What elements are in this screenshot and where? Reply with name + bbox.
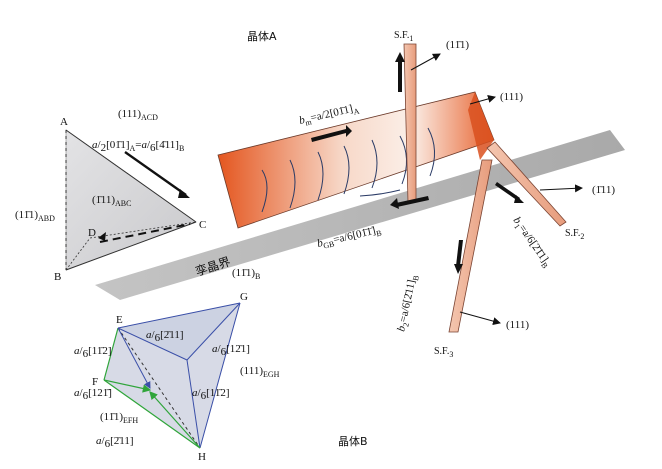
face-ACD-label: (111)ACD: [118, 108, 158, 122]
stacking-fault-2: [486, 141, 567, 227]
face-ABD-label: (11̄1)ABD: [15, 209, 55, 223]
twin-plane-label: (11̄1)B: [232, 267, 260, 281]
burgers-arrows: [311, 52, 524, 274]
normal-vectors: [410, 53, 583, 326]
label-FH: a/6[121̄]: [74, 387, 112, 402]
vertex-B: B: [54, 271, 61, 283]
stacking-fault-3: [448, 159, 493, 333]
crystal-B-title: 晶体B: [338, 434, 368, 448]
label-EF: a/6[11̄2]: [74, 345, 111, 360]
normal-sf1-label: (11̄1): [446, 39, 469, 51]
slab-crystal-A: [217, 91, 495, 229]
label-H2: a/6[2̄11]: [96, 435, 133, 450]
face-EFH-label: (11̄1)EFH: [100, 411, 138, 425]
burgers-b1-label: b1=a/6[2̄1̄1]B: [509, 215, 554, 270]
vertex-F: F: [92, 376, 98, 388]
vertex-C: C: [199, 219, 206, 231]
vertex-E: E: [116, 314, 123, 326]
dislocation-lines: [261, 127, 435, 213]
label-GH: a/6[12̄1]: [212, 343, 250, 358]
tetrahedron-A: [65, 129, 197, 271]
reaction-A-formula: a/2[01̄1]A=a/6[4̄11]B: [92, 139, 184, 154]
face-ABC-label: (1̄11)ABC: [92, 194, 131, 208]
twin-boundary-plane: [95, 130, 625, 300]
face-EGH-label: (111)EGH: [240, 365, 280, 379]
sf3-label: S.F.3: [434, 346, 453, 359]
label-EG: a/6[2̄11]: [146, 329, 183, 344]
sf1-label: S.F.1: [394, 30, 413, 43]
sf2-label: S.F.2: [565, 228, 584, 241]
vertex-G: G: [240, 291, 248, 303]
vertex-D: D: [88, 227, 96, 239]
label-H1: a/6[11̄2]: [192, 387, 229, 402]
normal-sf3-label: (111): [506, 319, 529, 331]
tetrahedron-B: [103, 302, 241, 449]
normal-sf2-label: (1̄11): [592, 184, 615, 196]
vertex-A: A: [60, 116, 68, 128]
vertex-H: H: [198, 451, 206, 463]
normal-top-label: (111): [500, 91, 523, 103]
burgers-b2-label: b2=a/6[2̄11]B: [395, 273, 421, 333]
crystal-A-title: 晶体A: [247, 29, 277, 43]
